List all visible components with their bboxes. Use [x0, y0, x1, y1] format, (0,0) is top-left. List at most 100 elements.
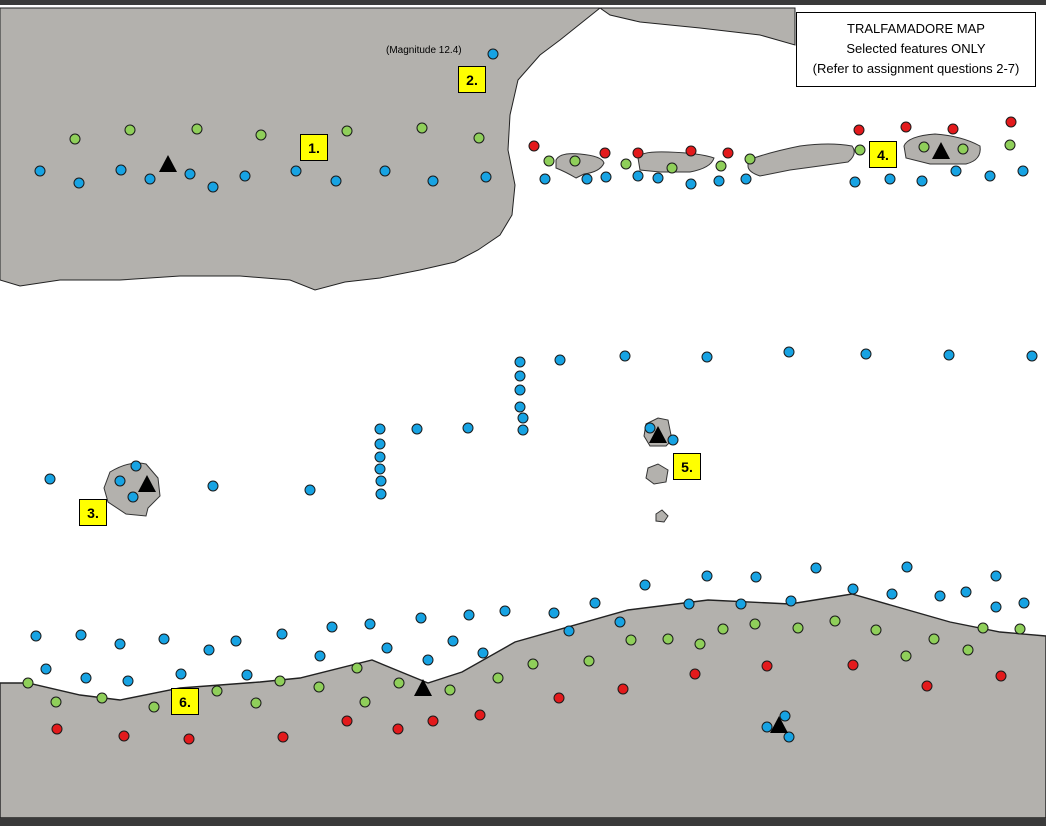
south-continent	[0, 593, 1046, 818]
blue-feature-dot	[990, 601, 1002, 613]
blue-feature-dot	[462, 422, 474, 434]
blue-feature-dot	[886, 588, 898, 600]
blue-feature-dot	[713, 175, 725, 187]
blue-feature-dot	[554, 354, 566, 366]
green-feature-dot	[50, 696, 62, 708]
red-feature-dot	[853, 124, 865, 136]
blue-feature-dot	[514, 401, 526, 413]
green-feature-dot	[69, 133, 81, 145]
volcano-triangle-icon	[414, 679, 432, 696]
blue-feature-dot	[73, 177, 85, 189]
red-feature-dot	[118, 730, 130, 742]
blue-feature-dot	[683, 598, 695, 610]
blue-feature-dot	[122, 675, 134, 687]
legend-title: TRALFAMADORE MAP	[847, 21, 985, 36]
site-label-4: 4.	[869, 141, 897, 168]
blue-feature-dot	[685, 178, 697, 190]
blue-feature-dot	[783, 731, 795, 743]
blue-feature-dot	[480, 171, 492, 183]
blue-feature-dot	[847, 583, 859, 595]
blue-feature-dot	[1026, 350, 1038, 362]
blue-feature-dot	[761, 721, 773, 733]
blue-feature-dot	[127, 491, 139, 503]
red-feature-dot	[617, 683, 629, 695]
site-label-6: 6.	[171, 688, 199, 715]
red-feature-dot	[632, 147, 644, 159]
site-label-1: 1.	[300, 134, 328, 161]
blue-feature-dot	[130, 460, 142, 472]
blue-feature-dot	[600, 171, 612, 183]
green-feature-dot	[416, 122, 428, 134]
blue-feature-dot	[548, 607, 560, 619]
blue-feature-dot	[364, 618, 376, 630]
magnitude-annotation: (Magnitude 12.4)	[386, 45, 462, 56]
green-feature-dot	[744, 153, 756, 165]
red-feature-dot	[685, 145, 697, 157]
blue-feature-dot	[374, 463, 386, 475]
blue-feature-dot	[427, 175, 439, 187]
green-feature-dot	[962, 644, 974, 656]
blue-feature-dot	[783, 346, 795, 358]
blue-feature-dot	[934, 590, 946, 602]
blue-feature-dot	[144, 173, 156, 185]
green-feature-dot	[250, 697, 262, 709]
red-feature-dot	[995, 670, 1007, 682]
green-feature-dot	[96, 692, 108, 704]
green-feature-dot	[492, 672, 504, 684]
red-feature-dot	[427, 715, 439, 727]
blue-feature-dot	[115, 164, 127, 176]
site-label-2: 2.	[458, 66, 486, 93]
green-feature-dot	[829, 615, 841, 627]
green-feature-dot	[148, 701, 160, 713]
blue-feature-dot	[581, 173, 593, 185]
northeast-coast	[598, 7, 796, 46]
blue-feature-dot	[330, 175, 342, 187]
blue-feature-dot	[374, 423, 386, 435]
blue-feature-dot	[960, 586, 972, 598]
green-feature-dot	[870, 624, 882, 636]
blue-feature-dot	[379, 165, 391, 177]
red-feature-dot	[51, 723, 63, 735]
map-legend: TRALFAMADORE MAP Selected features ONLY …	[796, 12, 1036, 87]
blue-feature-dot	[44, 473, 56, 485]
green-feature-dot	[527, 658, 539, 670]
blue-feature-dot	[276, 628, 288, 640]
bottom-frame-bar	[0, 818, 1046, 826]
green-feature-dot	[977, 622, 989, 634]
blue-feature-dot	[463, 609, 475, 621]
blue-feature-dot	[230, 635, 242, 647]
green-feature-dot	[569, 155, 581, 167]
green-feature-dot	[854, 144, 866, 156]
red-feature-dot	[761, 660, 773, 672]
blue-feature-dot	[943, 349, 955, 361]
green-feature-dot	[444, 684, 456, 696]
legend-note: (Refer to assignment questions 2-7)	[812, 61, 1020, 76]
green-feature-dot	[1004, 139, 1016, 151]
red-feature-dot	[921, 680, 933, 692]
green-feature-dot	[313, 681, 325, 693]
blue-feature-dot	[667, 434, 679, 446]
green-feature-dot	[124, 124, 136, 136]
green-feature-dot	[694, 638, 706, 650]
volcano-triangle-icon	[138, 475, 156, 492]
red-feature-dot	[392, 723, 404, 735]
green-feature-dot	[341, 125, 353, 137]
blue-feature-dot	[950, 165, 962, 177]
blue-feature-dot	[884, 173, 896, 185]
green-feature-dot	[625, 634, 637, 646]
blue-feature-dot	[290, 165, 302, 177]
green-feature-dot	[351, 662, 363, 674]
blue-feature-dot	[381, 642, 393, 654]
green-feature-dot	[792, 622, 804, 634]
blue-feature-dot	[916, 175, 928, 187]
green-feature-dot	[620, 158, 632, 170]
blue-feature-dot	[30, 630, 42, 642]
green-feature-dot	[900, 650, 912, 662]
red-feature-dot	[183, 733, 195, 745]
blue-feature-dot	[701, 351, 713, 363]
blue-feature-dot	[701, 570, 713, 582]
blue-feature-dot	[779, 710, 791, 722]
blue-feature-dot	[375, 488, 387, 500]
blue-feature-dot	[984, 170, 996, 182]
